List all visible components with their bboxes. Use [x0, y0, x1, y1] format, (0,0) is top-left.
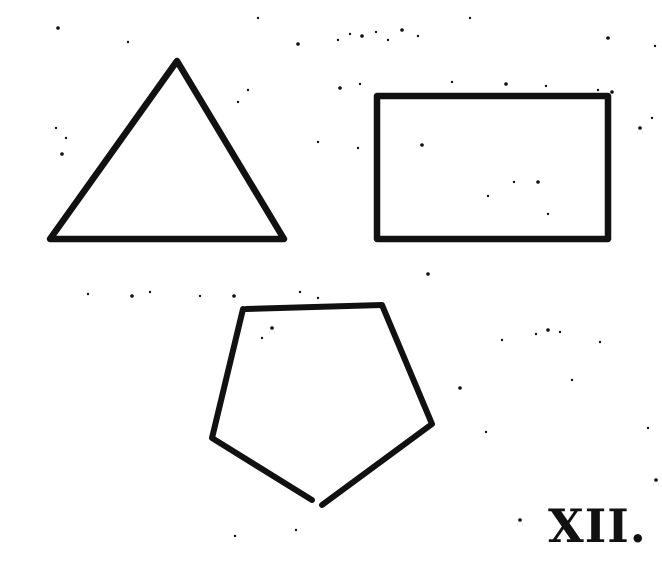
paper-speck [484, 430, 488, 434]
paper-speck [546, 212, 550, 216]
paper-speck [356, 146, 360, 150]
paper-speck [570, 378, 574, 382]
paper-speck [650, 116, 654, 120]
paper-specks [54, 16, 658, 538]
paper-speck [86, 292, 90, 296]
paper-speck [638, 126, 642, 130]
paper-speck [416, 34, 420, 38]
paper-speck [270, 326, 274, 330]
paper-speck [450, 80, 454, 84]
paper-speck [546, 328, 550, 332]
pentagon-shape-left-side [209, 306, 315, 503]
paper-speck [518, 518, 522, 522]
paper-speck [130, 294, 134, 298]
paper-speck [64, 136, 68, 140]
paper-speck [558, 330, 562, 334]
paper-speck [296, 42, 300, 46]
paper-speck [534, 332, 538, 336]
paper-speck [400, 28, 404, 32]
paper-speck [598, 340, 602, 344]
paper-speck [316, 140, 320, 144]
rectangle-shape [373, 92, 612, 243]
paper-speck [236, 100, 240, 104]
paper-speck [56, 26, 60, 30]
plate-number-label: XII. [548, 499, 647, 553]
paper-speck [54, 126, 58, 130]
paper-speck [298, 290, 302, 294]
paper-speck [198, 294, 202, 298]
paper-speck [348, 32, 352, 36]
pentagon-shape-right-side [243, 302, 435, 508]
paper-speck [360, 34, 364, 38]
paper-speck [336, 38, 340, 42]
paper-speck [246, 88, 250, 92]
paper-speck [512, 180, 516, 184]
paper-speck [148, 290, 152, 294]
paper-speck [374, 30, 378, 34]
paper-speck [358, 82, 362, 86]
paper-speck [316, 296, 320, 300]
paper-speck [500, 338, 504, 342]
paper-speck [232, 294, 236, 298]
paper-speck [386, 38, 390, 42]
paper-speck [606, 36, 610, 40]
paper-speck [544, 84, 548, 88]
paper-speck [610, 90, 614, 94]
paper-speck [294, 528, 298, 532]
paper-speck [60, 152, 64, 156]
paper-speck [653, 44, 657, 48]
paper-speck [338, 86, 342, 90]
paper-speck [536, 180, 540, 184]
paper-speck [420, 143, 424, 147]
paper-speck [504, 82, 508, 86]
paper-speck [646, 426, 650, 430]
paper-speck [468, 16, 472, 20]
paper-speck [256, 16, 260, 20]
paper-speck [260, 336, 264, 340]
paper-speck [126, 40, 130, 44]
paper-speck [426, 272, 430, 276]
paper-speck [596, 88, 600, 92]
paper-speck [486, 194, 490, 198]
triangle-shape [46, 57, 288, 243]
paper-speck [458, 386, 462, 390]
paper-speck [654, 478, 658, 482]
paper-speck [233, 534, 237, 538]
